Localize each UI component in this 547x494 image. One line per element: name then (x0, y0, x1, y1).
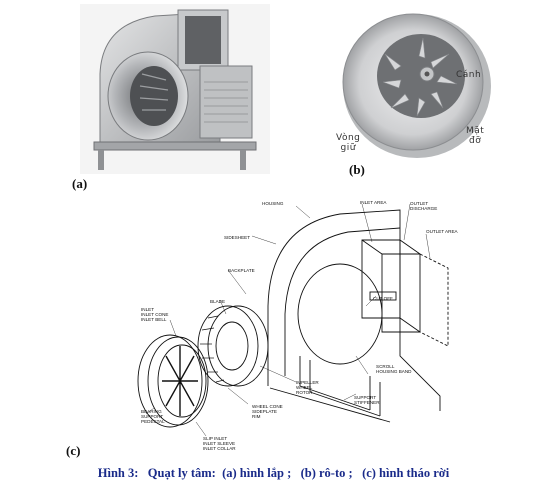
panel-c-tag: (c) (66, 443, 81, 458)
rotor-label-blade: Cánh (456, 70, 482, 80)
label-backplate: BACKPLATE (228, 268, 255, 273)
label-scroll: SCROLL HOUSING BAND (376, 364, 412, 375)
label-sidesheet: SIDESHEET (224, 235, 251, 240)
label-inlet-area: INLET AREA (360, 200, 387, 205)
caption-c: (c) hình tháo rời (362, 466, 450, 480)
assembled-fan-image (80, 4, 270, 174)
rotor-image (342, 13, 491, 158)
label-outlet-area: OUTLET AREA (426, 229, 458, 234)
exploded-view-drawing (137, 203, 449, 437)
label-outlet-discharge: OUTLET DISCHARGE (410, 201, 438, 212)
label-blade: BLADE (210, 299, 226, 304)
label-spin-inlet: SLIP INLET INLET SLEEVE INLET COLLAR (203, 436, 236, 452)
rotor-label-disc: Mặt đỡ (466, 126, 485, 146)
caption-a: (a) hình lắp ; (222, 466, 292, 480)
label-inlet-group: INLET INLET CONE INLET BELL (141, 307, 169, 323)
panel-b-tag: (b) (349, 162, 365, 177)
label-support: SUPPORT STIFFENER (354, 395, 380, 406)
label-bearing: BEARING SUPPORT PEDESTAL (141, 409, 165, 425)
label-housing: HOUSING (262, 201, 284, 206)
figure-caption: Hình 3: Quạt ly tâm: (a) hình lắp ; (b) … (0, 466, 547, 481)
caption-title: Quạt ly tâm: (147, 466, 216, 480)
caption-b: (b) rô-to ; (300, 466, 353, 480)
label-cutoff: CUT OFF (373, 296, 393, 301)
rotor-label-ring: Vòng giữ (336, 133, 361, 153)
label-wheel-cone: WHEEL CONE SIDEPLATE RIM (252, 404, 283, 420)
caption-prefix: Hình 3: (97, 466, 139, 480)
panel-a-tag: (a) (72, 176, 88, 191)
label-impeller: IMPELLER WHEEL ROTOR (296, 380, 319, 396)
